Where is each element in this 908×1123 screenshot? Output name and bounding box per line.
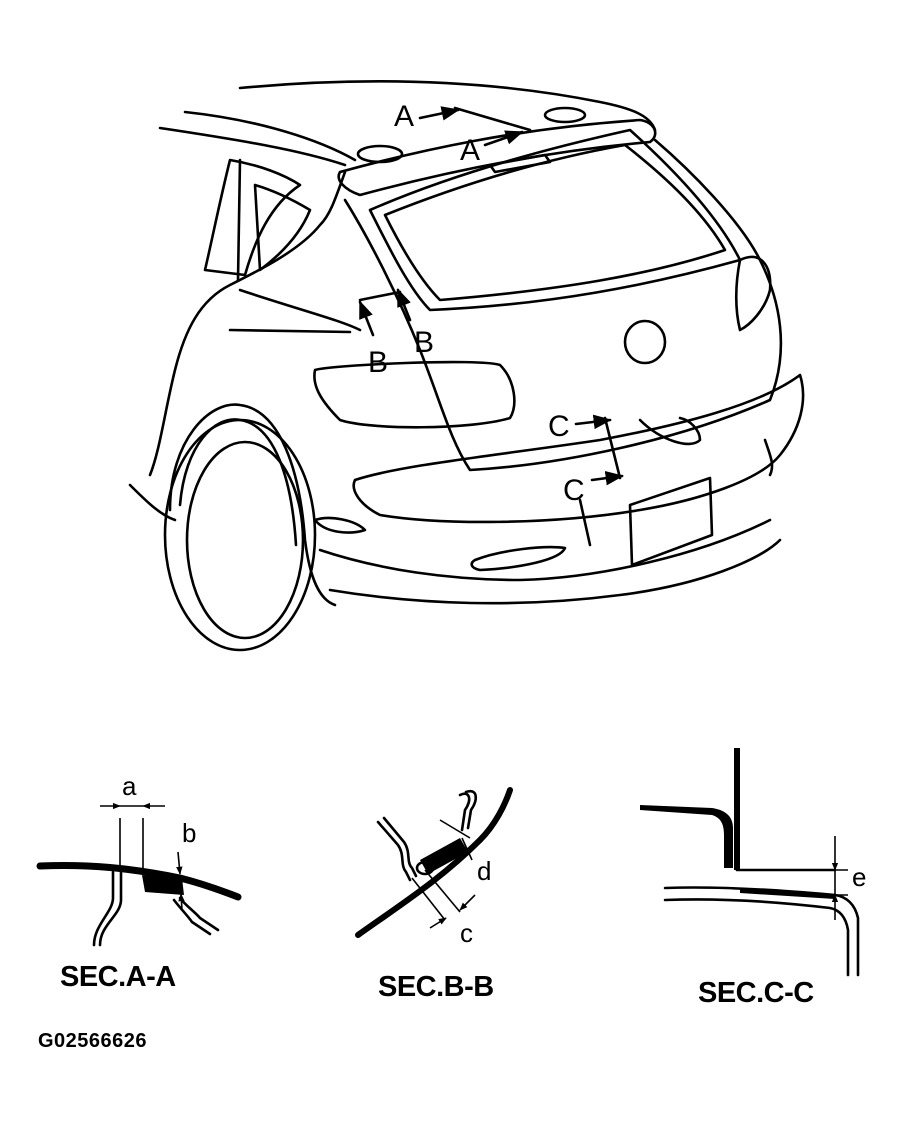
dimension-c-label: c <box>460 918 473 948</box>
dimension-b-label: b <box>182 818 196 848</box>
section-b-b-title: SEC.B-B <box>378 971 494 1003</box>
arrow-b-right <box>396 288 412 322</box>
section-arrows <box>358 106 624 486</box>
arrow-b-left <box>358 300 375 337</box>
callout-b-left: B <box>368 346 388 379</box>
arrow-a-upper <box>418 106 460 121</box>
dimension-a-label: a <box>122 771 137 801</box>
callout-b-right: B <box>414 326 434 359</box>
callout-c-upper: C <box>548 410 570 443</box>
arrow-c-upper <box>574 414 612 430</box>
car-rear-illustration <box>128 80 805 652</box>
section-a-a-title: SEC.A-A <box>60 961 176 993</box>
section-c-c-title: SEC.C-C <box>698 977 814 1009</box>
callout-a-lower: A <box>460 134 480 167</box>
dimension-d-label: d <box>477 856 491 886</box>
section-b-b-drawing <box>355 787 513 938</box>
arrow-c-lower <box>590 470 624 486</box>
arrow-a-lower <box>483 130 524 147</box>
callout-a-upper: A <box>394 100 414 133</box>
section-a-a-drawing <box>36 802 242 947</box>
section-c-c-drawing <box>640 748 860 977</box>
dimension-e-label: e <box>852 862 866 892</box>
callout-c-lower: C <box>563 474 585 507</box>
figure-code: G02566626 <box>38 1030 147 1052</box>
